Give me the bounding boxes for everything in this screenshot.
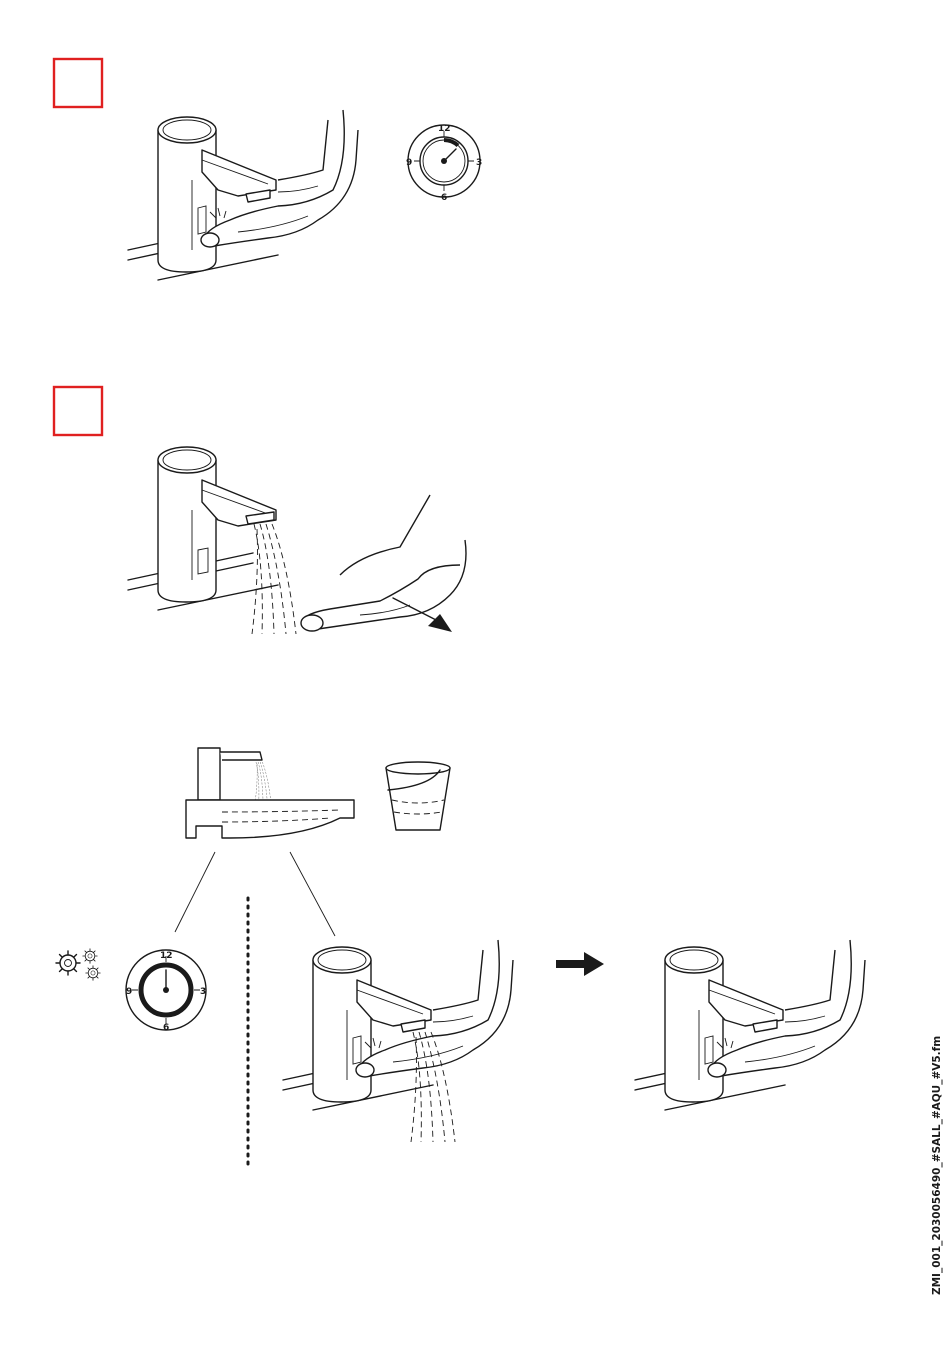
document-code: ZMI_001_2030056490_#SALL_#AQU_#V5.fm xyxy=(931,1036,943,1295)
timer-label-9: 9 xyxy=(406,158,412,168)
timer-settings-clock-icon: 12 3 6 9 xyxy=(126,950,206,1033)
faucet-press-flow-illustration xyxy=(283,940,513,1142)
faucet-press-illustration xyxy=(128,110,358,280)
timer-settings-label-12: 12 xyxy=(160,951,173,961)
gear-icon xyxy=(56,949,100,980)
arrow-right-icon xyxy=(556,952,604,976)
faucet-flow-illustration xyxy=(128,447,296,634)
timer-settings-label-3: 3 xyxy=(200,987,206,997)
cup-icon xyxy=(386,762,450,830)
timer-label-3: 3 xyxy=(476,158,482,168)
hand-withdraw-illustration xyxy=(301,495,466,631)
timer-settings-label-6: 6 xyxy=(163,1023,169,1033)
sink-section-illustration xyxy=(175,748,354,936)
faucet-press-result-illustration xyxy=(635,940,865,1110)
timer-clock-icon: 12 3 6 9 xyxy=(406,124,482,203)
step-1-box xyxy=(54,59,102,107)
timer-label-12: 12 xyxy=(438,124,451,134)
step-2-box xyxy=(54,387,102,435)
timer-label-6: 6 xyxy=(441,193,447,203)
timer-settings-label-9: 9 xyxy=(126,987,132,997)
